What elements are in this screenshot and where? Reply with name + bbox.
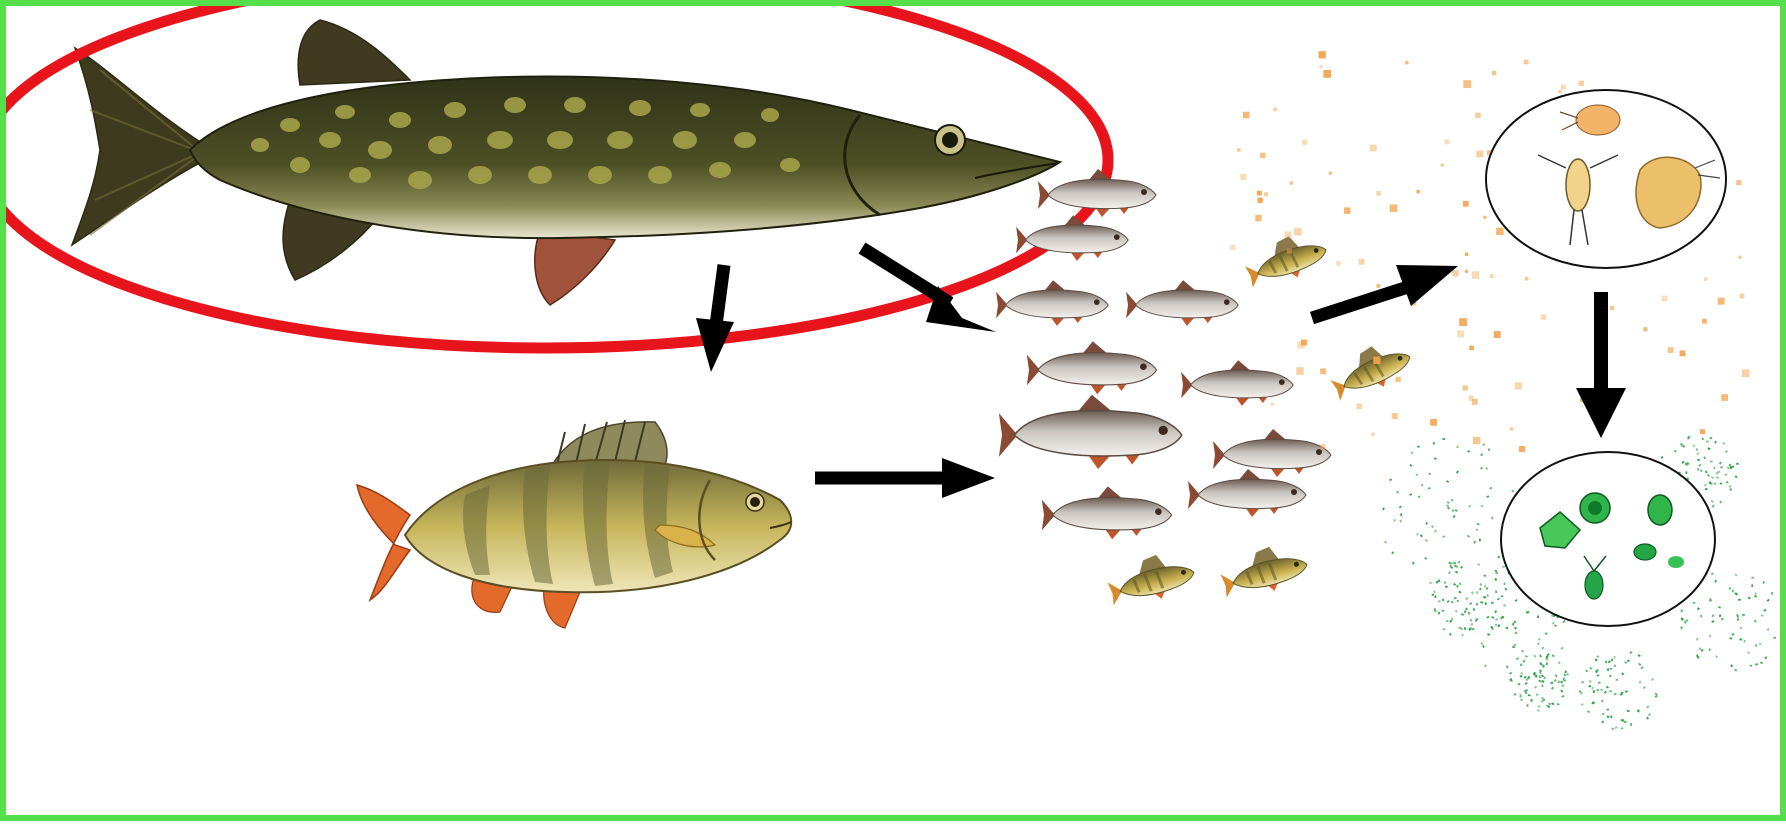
diagram-border: [0, 0, 1786, 821]
food-chain-diagram: [0, 0, 1786, 821]
